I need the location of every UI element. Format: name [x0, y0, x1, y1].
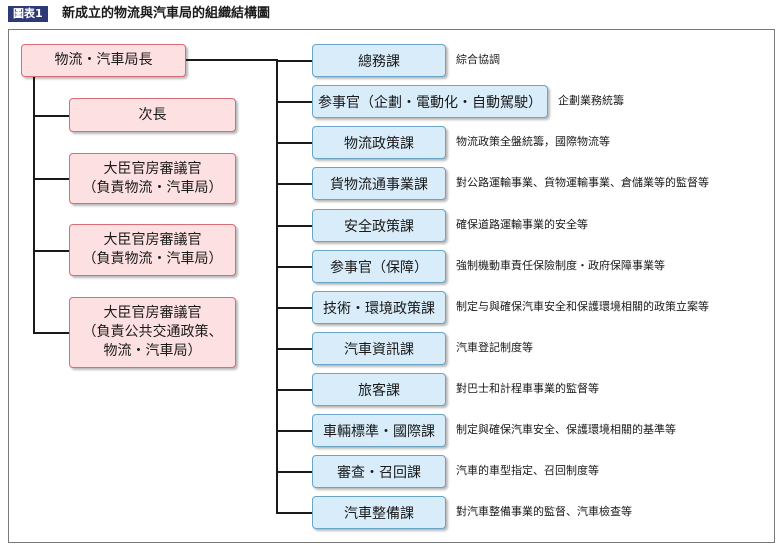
division-description: 制定與確保汽車安全、保護環境相關的基準等	[456, 423, 676, 436]
division-label: 汽車資訊課	[344, 341, 414, 358]
division-label: 總務課	[358, 53, 400, 70]
councillor-box-1: 大臣官房審議官 （負責物流・汽車局）	[69, 153, 236, 204]
diagram-frame	[8, 29, 775, 543]
councillor-box-3: 大臣官房審議官 （負責公共交通政策、 物流・汽車局）	[69, 297, 236, 368]
division-description: 確保道路運輸事業的安全等	[456, 218, 588, 231]
division-label: 技術・環境政策課	[323, 300, 435, 317]
division-description: 物流政策全盤統籌，國際物流等	[456, 135, 610, 148]
division-branch-line	[276, 101, 312, 103]
councillor-label-3: 大臣官房審議官 （負責公共交通政策、 物流・汽車局）	[82, 305, 223, 359]
division-branch-line	[276, 307, 312, 309]
division-branch-line	[276, 512, 312, 514]
division-box: 貨物流通事業課	[312, 167, 446, 200]
vice-director-box: 次長	[69, 98, 236, 132]
division-box: 安全政策課	[312, 209, 446, 242]
division-branch-line	[276, 348, 312, 350]
division-label: 審查・召回課	[337, 464, 421, 481]
division-label: 車輛標準・國際課	[323, 423, 435, 440]
director-general-box: 物流・汽車局長	[21, 44, 186, 77]
head-to-trunk-line	[186, 59, 278, 61]
division-label: 汽車整備課	[344, 505, 414, 522]
division-branch-line	[276, 266, 312, 268]
councillor-box-2: 大臣官房審議官 （負責物流・汽車局）	[69, 224, 236, 276]
division-description: 對公路運輸事業、貨物運輸事業、倉儲業等的監督等	[456, 176, 709, 189]
division-description: 對汽車整備事業的監督、汽車檢查等	[456, 505, 632, 518]
division-box: 汽車資訊課	[312, 332, 446, 365]
division-branch-line	[276, 225, 312, 227]
division-branch-line	[276, 60, 312, 62]
division-description: 汽車的車型指定、召回制度等	[456, 464, 599, 477]
left-branch-line	[33, 332, 70, 334]
councillor-label-2: 大臣官房審議官 （負責物流・汽車局）	[82, 232, 223, 267]
division-branch-line	[276, 471, 312, 473]
division-label: 旅客課	[358, 382, 400, 399]
division-label: 安全政策課	[344, 218, 414, 235]
division-description: 綜合協調	[456, 53, 500, 66]
director-general-label: 物流・汽車局長	[54, 52, 153, 68]
division-box: 汽車整備課	[312, 496, 446, 529]
left-branch-line	[33, 115, 70, 117]
division-box: 旅客課	[312, 373, 446, 406]
division-box: 参事官（保障）	[312, 250, 446, 283]
division-box: 車輛標準・國際課	[312, 414, 446, 447]
division-label: 物流政策課	[344, 135, 414, 152]
councillor-label-1: 大臣官房審議官 （負責物流・汽車局）	[82, 160, 223, 196]
division-branch-line	[276, 183, 312, 185]
trunk-line	[276, 59, 278, 513]
division-box: 審查・召回課	[312, 455, 446, 488]
left-branch-line	[33, 250, 70, 252]
division-description: 制定与與確保汽車安全和保護環境相關的政策立案等	[456, 300, 709, 313]
division-branch-line	[276, 430, 312, 432]
division-label: 参事官（企劃・電動化・自動駕駛）	[318, 94, 542, 111]
division-description: 對巴士和計程車事業的監督等	[456, 382, 599, 395]
division-branch-line	[276, 142, 312, 144]
left-branch-line	[33, 178, 70, 180]
division-box: 物流政策課	[312, 126, 446, 159]
figure-title: 新成立的物流與汽車局的組織結構圖	[62, 6, 271, 21]
division-branch-line	[276, 389, 312, 391]
division-box: 技術・環境政策課	[312, 291, 446, 324]
division-description: 汽車登記制度等	[456, 341, 533, 354]
figure-tag: 圖表1	[8, 6, 48, 22]
head-stem-line	[33, 76, 35, 333]
division-box: 總務課	[312, 44, 446, 77]
division-description: 強制機動車責任保險制度・政府保障事業等	[456, 259, 665, 272]
division-description: 企劃業務統籌	[558, 94, 624, 107]
division-label: 参事官（保障）	[330, 259, 428, 276]
vice-director-label: 次長	[138, 106, 167, 123]
division-box: 参事官（企劃・電動化・自動駕駛）	[312, 85, 548, 118]
division-label: 貨物流通事業課	[330, 176, 428, 193]
